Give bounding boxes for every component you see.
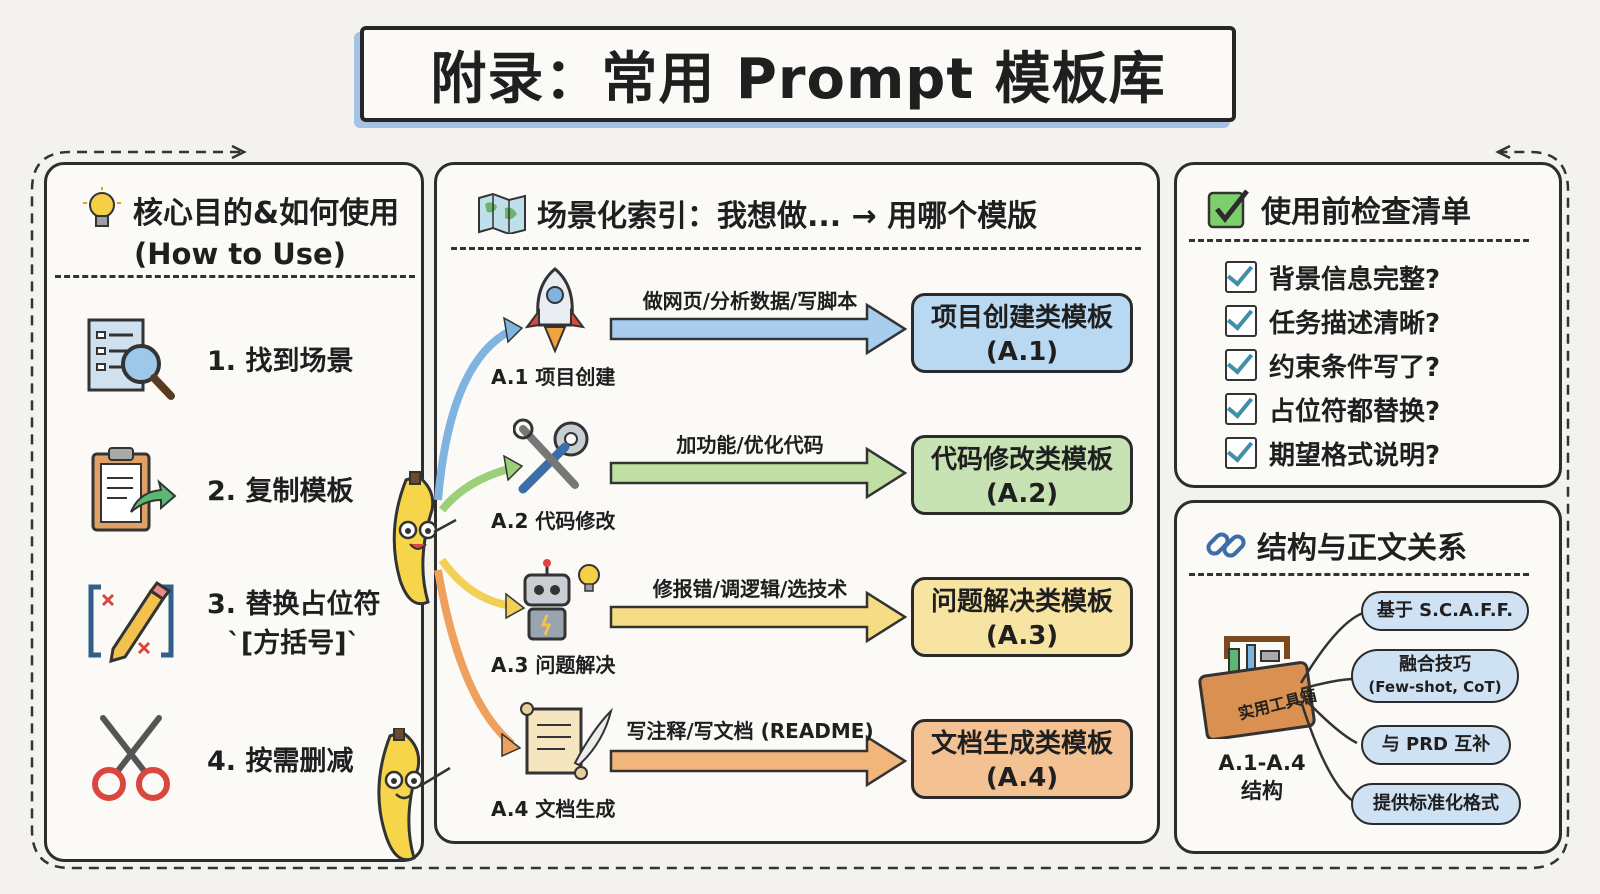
structure-caption-line1: A.1-A.4 <box>1218 751 1306 775</box>
pill-sublabel: (Few-shot, CoT) <box>1368 678 1502 696</box>
rocket-icon <box>524 267 586 354</box>
banana-mascot-icon <box>392 471 457 606</box>
arrow-a4 <box>609 734 908 788</box>
scenario-index-header: 场景化索引：我想做... → 用哪个模版 <box>477 191 1037 235</box>
lightbulb-icon <box>82 187 121 227</box>
checklist-item-label: 期望格式说明? <box>1269 440 1441 471</box>
scenario-index-title: 场景化索引：我想做... → 用哪个模版 <box>537 199 1038 234</box>
pill-label: 融合技巧 <box>1399 654 1471 675</box>
checkbox-icon <box>1225 305 1257 337</box>
checklist-items: 背景信息完整? 任务描述清晰? 约束条件写了? 占位符都替换? 期望格式说明? <box>1225 255 1440 475</box>
step-3-placeholder: `[方括号]` <box>227 628 361 659</box>
scenario-a3-label: A.3 问题解决 <box>491 653 616 677</box>
checkbox-icon <box>1225 393 1257 425</box>
structure-panel: 结构与正文关系 实用工具箱 A.1-A.4 结构 基于 S.C.A.F.F. 融… <box>1174 500 1562 854</box>
step-3-label: 3. 替换占位符 <box>207 589 381 620</box>
structure-caption-line2: 结构 <box>1241 779 1283 803</box>
arrow-a3 <box>609 590 908 644</box>
structure-header: 结构与正文关系 <box>1205 523 1467 567</box>
checkbox-icon <box>1225 261 1257 293</box>
scenario-index-panel: 场景化索引：我想做... → 用哪个模版 A.1 项目创建 A <box>434 162 1160 844</box>
checkbox-icon <box>1225 349 1257 381</box>
scenario-a1-label: A.1 项目创建 <box>491 365 616 389</box>
how-to-use-panel: 核心目的&如何使用 (How to Use) 1. 找到场景 <box>44 162 424 862</box>
divider <box>451 247 1141 250</box>
step-replace-placeholder: 3. 替换占位符 `[方括号]` <box>83 573 380 669</box>
template-a1-code: (A.1) <box>985 337 1059 367</box>
divider <box>1189 573 1529 576</box>
structure-pill-format: 提供标准化格式 <box>1351 783 1521 825</box>
step-4-label: 4. 按需删减 <box>207 745 354 777</box>
scenario-a4-label: A.4 文档生成 <box>491 797 616 821</box>
checklist-title: 使用前检查清单 <box>1261 195 1471 230</box>
arrow-a4-label: 写注释/写文档 (README) <box>626 719 874 743</box>
template-a3[interactable]: 问题解决类模板 (A.3) <box>911 577 1133 657</box>
branch-arrows <box>434 316 526 758</box>
template-a4[interactable]: 文档生成类模板 (A.4) <box>911 719 1133 799</box>
checklist-item[interactable]: 背景信息完整? <box>1225 255 1440 299</box>
template-a1-name: 项目创建类模板 <box>930 303 1113 333</box>
toolbox-icon <box>1198 636 1316 739</box>
template-a1[interactable]: 项目创建类模板 (A.1) <box>911 293 1133 373</box>
checklist-item-label: 背景信息完整? <box>1269 264 1441 295</box>
checklist-header: 使用前检查清单 <box>1207 187 1471 231</box>
pencil-brackets-icon <box>88 580 174 664</box>
template-a2-code: (A.2) <box>985 479 1059 509</box>
how-to-use-title: 核心目的&如何使用 <box>132 196 400 231</box>
divider <box>1189 239 1529 242</box>
structure-pill-scaff: 基于 S.C.A.F.F. <box>1361 591 1529 631</box>
map-icon <box>478 192 526 234</box>
template-a2-name: 代码修改类模板 <box>930 445 1113 475</box>
checklist-item-label: 约束条件写了? <box>1269 352 1441 383</box>
template-a2[interactable]: 代码修改类模板 (A.2) <box>911 435 1133 515</box>
page-title: 附录：常用 Prompt 模板库 <box>360 26 1236 122</box>
scroll-quill-icon <box>520 702 613 780</box>
structure-title: 结构与正文关系 <box>1257 531 1467 566</box>
template-a4-name: 文档生成类模板 <box>930 729 1113 759</box>
template-a3-code: (A.3) <box>985 621 1059 651</box>
how-to-use-header: 核心目的&如何使用 (How to Use) <box>65 187 415 271</box>
banana-mascot-icon <box>377 728 451 862</box>
document-magnifier-icon <box>87 318 175 400</box>
step-2-label: 2. 复制模板 <box>207 475 354 507</box>
how-to-use-subtitle: (How to Use) <box>134 237 346 271</box>
arrow-a2-label: 加功能/优化代码 <box>676 433 824 457</box>
scissors-icon <box>92 715 170 801</box>
pill-label: 提供标准化格式 <box>1373 793 1499 814</box>
pill-label: 与 PRD 互补 <box>1381 734 1491 755</box>
step-trim: 4. 按需删减 <box>83 710 353 806</box>
template-a3-name: 问题解决类模板 <box>930 587 1113 617</box>
structure-pill-techniques: 融合技巧 (Few-shot, CoT) <box>1351 649 1519 703</box>
arrow-a3-label: 修报错/调逻辑/选技术 <box>652 577 848 601</box>
arrow-a1 <box>609 302 908 356</box>
checklist-item[interactable]: 约束条件写了? <box>1225 343 1440 387</box>
wrench-gear-icon <box>513 418 589 494</box>
pill-label: 基于 S.C.A.F.F. <box>1376 600 1514 621</box>
robot-bulb-icon <box>523 559 600 641</box>
scenario-arrows <box>609 302 908 788</box>
checkbox-icon <box>1207 189 1249 229</box>
step-1-label: 1. 找到场景 <box>207 345 354 377</box>
checklist-item[interactable]: 期望格式说明? <box>1225 431 1440 475</box>
checkbox-icon <box>1225 437 1257 469</box>
step-copy-template: 2. 复制模板 <box>83 440 353 536</box>
structure-pill-prd: 与 PRD 互补 <box>1361 725 1511 765</box>
template-a4-code: (A.4) <box>985 763 1059 793</box>
checklist-item[interactable]: 占位符都替换? <box>1225 387 1440 431</box>
checklist-item-label: 占位符都替换? <box>1269 396 1441 427</box>
checklist-panel: 使用前检查清单 背景信息完整? 任务描述清晰? 约束条件写了? 占位符都替换? … <box>1174 162 1562 488</box>
connector-lines <box>1299 611 1364 803</box>
structure-caption: A.1-A.4 结构 <box>1207 749 1317 805</box>
clipboard-arrow-icon <box>91 447 177 532</box>
checklist-item[interactable]: 任务描述清晰? <box>1225 299 1440 343</box>
checklist-item-label: 任务描述清晰? <box>1269 308 1441 339</box>
scenario-a2-label: A.2 代码修改 <box>491 509 616 533</box>
arrow-a1-label: 做网页/分析数据/写脚本 <box>642 289 858 313</box>
step-find-scene: 1. 找到场景 <box>83 310 353 406</box>
link-icon <box>1206 532 1246 558</box>
divider <box>55 275 415 278</box>
arrow-a2 <box>609 446 908 500</box>
